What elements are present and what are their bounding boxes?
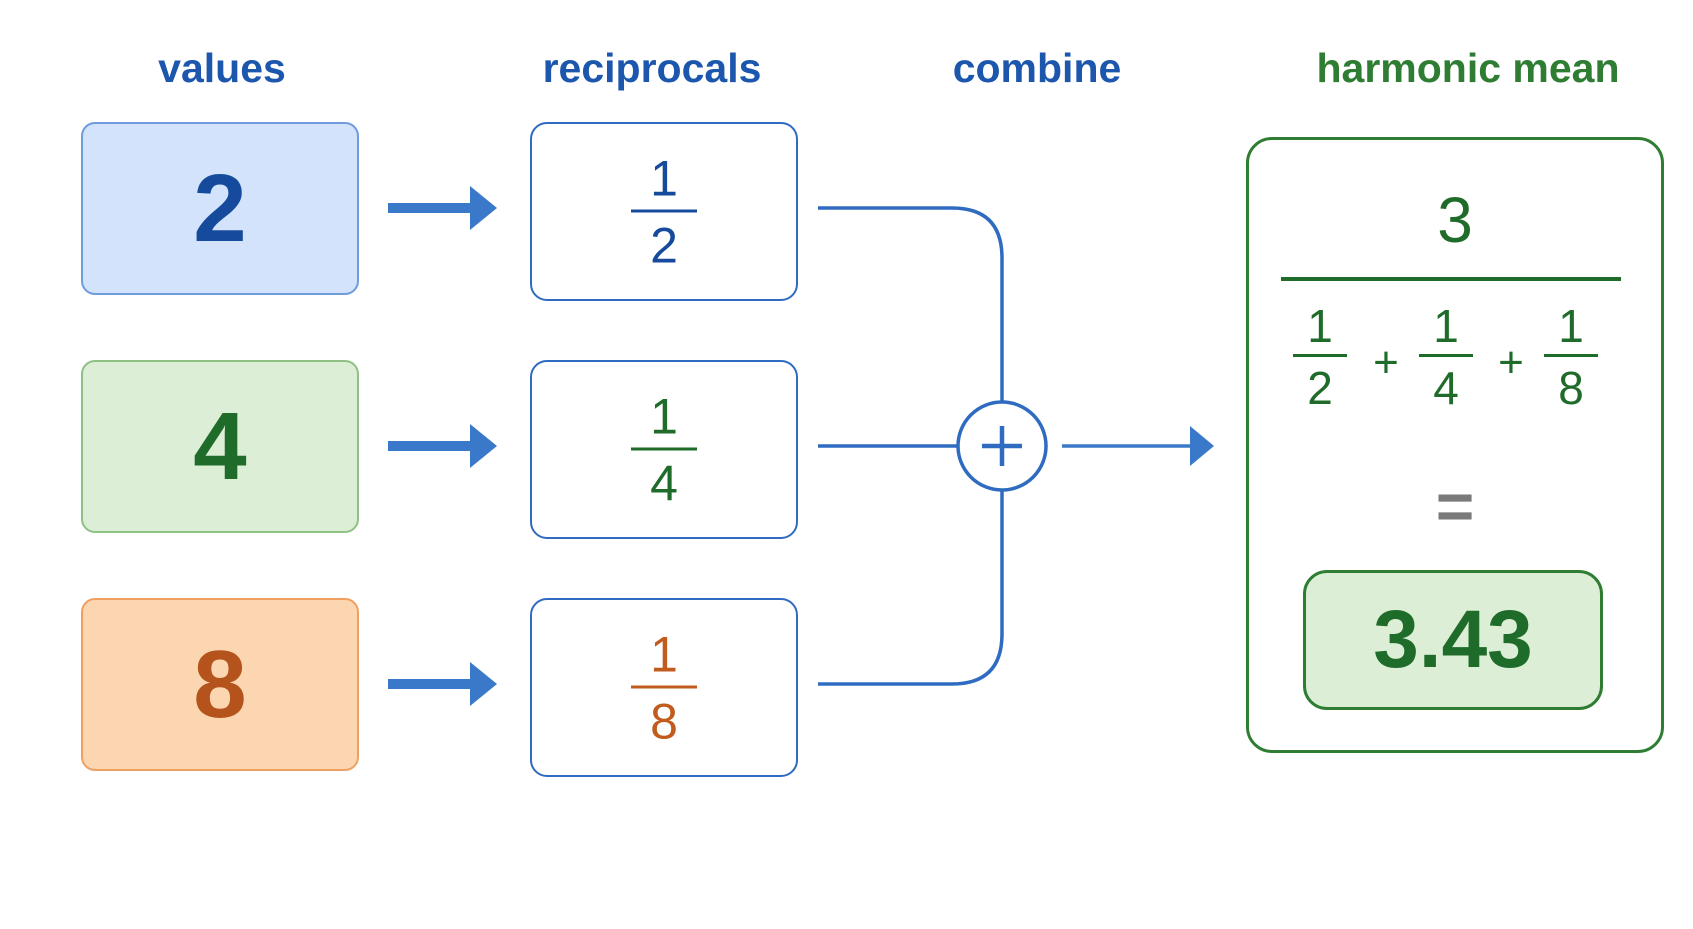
fraction-numerator: 1 [1558,300,1584,352]
fraction-numerator: 1 [650,150,678,206]
right-arrow-icon [388,186,497,230]
denominator-term-fraction: 1 2 [1293,303,1347,411]
right-arrow-icon [388,662,497,706]
equals-sign: = [1435,469,1475,543]
fraction-denominator: 8 [650,693,678,749]
fraction-bar [631,447,697,450]
value-box: 8 [81,598,359,771]
fraction-denominator: 8 [1558,362,1584,414]
fraction-numerator: 1 [650,388,678,444]
fraction-denominator: 2 [650,217,678,273]
fraction-numerator: 1 [1307,300,1333,352]
right-arrow-icon [1062,426,1214,466]
denominator-term-fraction: 1 8 [1544,303,1598,411]
reciprocal-fraction: 1 4 [631,391,697,508]
fraction-denominator: 4 [1433,362,1459,414]
harmonic-mean-result: 3.43 [1303,570,1603,710]
main-fraction-bar [1281,277,1621,281]
reciprocal-box: 1 8 [530,598,798,777]
bottom-connector-line [818,490,1004,686]
reciprocal-box: 1 2 [530,122,798,301]
fraction-bar [1419,354,1473,357]
denominator-term-fraction: 1 4 [1419,303,1473,411]
combine-heading: combine [952,45,1122,91]
fraction-bar [631,685,697,688]
right-arrow-icon [388,424,497,468]
reciprocal-fraction: 1 2 [631,153,697,270]
plus-sign: + [1373,338,1399,387]
plus-circle-icon [956,400,1048,492]
reciprocal-fraction: 1 8 [631,629,697,746]
harmonic-mean-heading: harmonic mean [1316,45,1620,91]
fraction-denominator: 2 [1307,362,1333,414]
reciprocals-heading: reciprocals [542,45,762,91]
fraction-bar [631,209,697,212]
harmonic-mean-panel: 3 1 2 + 1 4 + 1 8 = 3.43 [1246,137,1664,753]
fraction-numerator: 1 [1433,300,1459,352]
reciprocal-box: 1 4 [530,360,798,539]
harmonic-mean-denominator: 1 2 + 1 4 + 1 8 [1249,303,1661,433]
plus-sign: + [1498,338,1524,387]
fraction-denominator: 4 [650,455,678,511]
fraction-numerator: 1 [650,626,678,682]
fraction-bar [1293,354,1347,357]
top-connector-line [818,206,1004,402]
value-box: 2 [81,122,359,295]
values-heading: values [158,45,286,91]
fraction-bar [1544,354,1598,357]
value-box: 4 [81,360,359,533]
harmonic-mean-numerator: 3 [1437,184,1473,256]
